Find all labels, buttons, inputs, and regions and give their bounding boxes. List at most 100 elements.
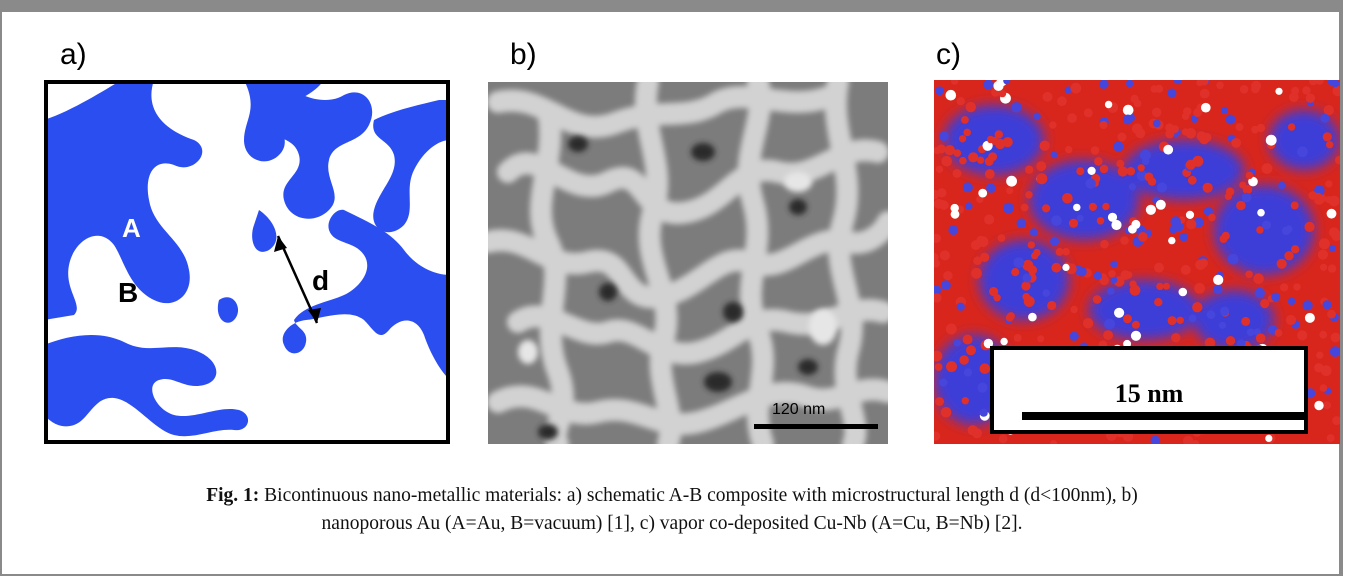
atom (1033, 112, 1041, 120)
atom (950, 203, 959, 213)
atom (934, 189, 940, 200)
atom (1190, 115, 1199, 123)
atom (1256, 123, 1266, 133)
atom (1067, 113, 1077, 123)
atom (1069, 331, 1079, 341)
atom (984, 214, 995, 225)
atom (976, 195, 984, 204)
atom (1130, 330, 1142, 341)
atom (939, 378, 948, 387)
atom (1186, 219, 1197, 230)
atom (1068, 218, 1079, 228)
atom (1236, 339, 1246, 348)
atom (1323, 105, 1334, 116)
atom (1326, 434, 1335, 443)
atom (1193, 108, 1202, 118)
atom (1302, 86, 1311, 95)
nb-region (1269, 110, 1339, 170)
atom (1138, 232, 1148, 242)
atom (962, 182, 973, 193)
atom (965, 202, 973, 210)
atom (998, 434, 1008, 444)
atom (1325, 180, 1333, 188)
atom (1144, 172, 1154, 182)
atom (1191, 440, 1200, 444)
atom (1304, 221, 1315, 232)
atom (1218, 321, 1227, 329)
atom (1104, 100, 1113, 109)
atom (1254, 287, 1265, 298)
atom (956, 302, 965, 311)
atom (1031, 252, 1039, 260)
atom (1220, 106, 1229, 114)
atom (1176, 316, 1184, 324)
atom (1077, 266, 1087, 277)
atom (1055, 247, 1064, 256)
atom (1092, 295, 1102, 304)
atom (1213, 274, 1224, 285)
atom (998, 89, 1007, 98)
atom (1135, 128, 1146, 139)
atom (1042, 289, 1050, 297)
atom (945, 323, 957, 335)
atom (1013, 257, 1025, 268)
atom (1025, 191, 1033, 199)
atom (1154, 298, 1163, 307)
pore (723, 302, 743, 322)
atom (1013, 334, 1022, 342)
atom (935, 86, 945, 96)
atom (1239, 85, 1249, 94)
atom (1274, 329, 1283, 337)
atom (1285, 225, 1293, 233)
atom (972, 428, 982, 439)
atom (1187, 175, 1197, 185)
atom (961, 116, 969, 124)
phase-a-region (217, 297, 239, 323)
atom (1000, 337, 1008, 346)
atom (984, 169, 995, 179)
atom (1076, 167, 1085, 176)
atom (1315, 80, 1324, 85)
atom (1245, 270, 1253, 279)
atom (1245, 171, 1254, 180)
atom (1291, 86, 1300, 95)
atom (968, 152, 979, 163)
atom (1316, 351, 1324, 359)
atom (953, 149, 962, 157)
atom (1167, 316, 1177, 326)
atom (1049, 121, 1057, 129)
atom (948, 225, 959, 236)
atom (1110, 260, 1118, 268)
atom (1090, 146, 1100, 155)
atom (1122, 114, 1133, 125)
atom (1185, 159, 1196, 170)
atom (1082, 318, 1094, 329)
atom (979, 252, 990, 262)
atom (1304, 312, 1315, 323)
atom (1180, 264, 1191, 275)
atom (977, 382, 988, 393)
atom (1332, 86, 1340, 97)
atom (939, 250, 950, 261)
atom (1308, 80, 1318, 86)
atom (1325, 196, 1333, 204)
atom (1225, 114, 1236, 125)
atom (983, 80, 994, 90)
atom (1239, 181, 1247, 189)
atom (1113, 141, 1124, 152)
atom (1085, 178, 1096, 189)
atom (1107, 212, 1118, 222)
atom (1328, 227, 1340, 238)
atom (1291, 245, 1300, 254)
atom (1003, 80, 1011, 85)
scale-bar-label: 120 nm (772, 401, 825, 418)
atom (1198, 258, 1208, 268)
atom (934, 363, 943, 371)
atom (1165, 129, 1175, 139)
atom (952, 169, 962, 178)
atom (966, 345, 976, 356)
atom (1051, 215, 1062, 226)
atom (1167, 88, 1177, 98)
atom (1265, 434, 1273, 442)
